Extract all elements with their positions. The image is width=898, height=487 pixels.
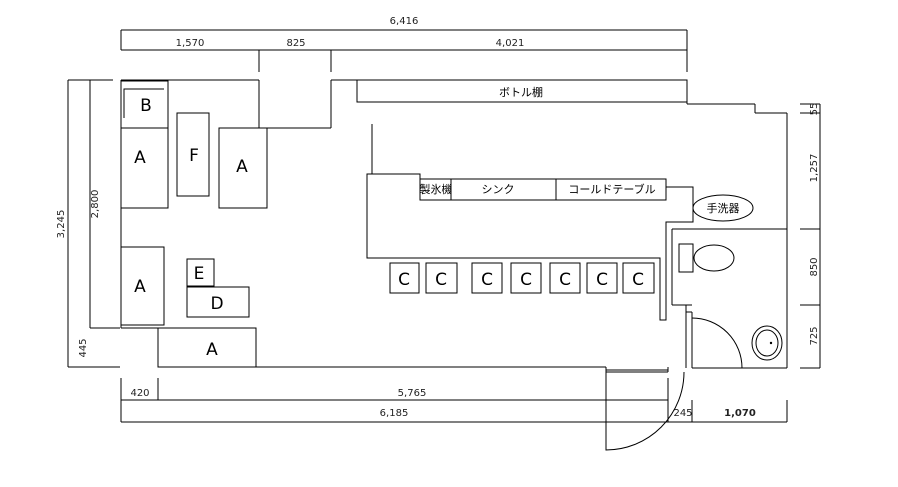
seating-left: B A F A A E D A <box>120 80 268 368</box>
entrance-door-swing <box>605 371 685 451</box>
table-a-2 <box>218 127 268 209</box>
dim-top-seg3: 4,021 <box>496 38 525 49</box>
hand-wash-label: 手洗器 <box>707 201 740 215</box>
table-d-label: D <box>210 294 223 314</box>
table-a-4 <box>157 327 257 368</box>
seat-c-1-label: C <box>398 270 410 290</box>
sink-label: シンク <box>482 183 515 196</box>
table-b-label: B <box>140 96 152 116</box>
seat-c-3 <box>471 262 503 294</box>
cold-table-label: コールドテーブル <box>568 182 655 196</box>
seat-c-3-label: C <box>481 270 493 290</box>
table-d <box>186 286 250 318</box>
dim-bottom-1: 420 <box>130 388 149 399</box>
bottle-shelf-label: ボトル棚 <box>499 85 543 99</box>
top-dimensions: 6,416 1,570 825 4,021 <box>120 16 688 72</box>
bottle-shelf: ボトル棚 <box>356 79 688 103</box>
bottom-dimensions: 420 5,765 6,185 245 1,070 <box>120 378 788 423</box>
seat-c-7-label: C <box>632 270 644 290</box>
left-dimensions: 3,245 2,800 445 <box>56 79 120 368</box>
seat-c-2-label: C <box>435 270 447 290</box>
dim-right-4: 725 <box>809 326 820 345</box>
dim-right-3: 850 <box>809 257 820 276</box>
seat-c-6-label: C <box>596 270 608 290</box>
dim-bottom-2: 5,765 <box>398 388 427 399</box>
seat-c-7 <box>622 262 655 294</box>
table-e-label: E <box>194 264 205 284</box>
table-a-3-label: A <box>134 277 146 297</box>
seat-c-2 <box>425 262 458 294</box>
seat-c-6 <box>586 262 618 294</box>
toilet-bowl <box>693 244 735 272</box>
dim-right-1: 55 <box>809 103 820 116</box>
dim-top-seg1: 1,570 <box>176 38 205 49</box>
counter: 製氷機 シンク コールドテーブル 手洗器 <box>366 124 754 321</box>
dim-left-bottom: 445 <box>78 338 89 357</box>
hand-wash-basin <box>692 194 754 222</box>
table-a-1 <box>120 80 169 209</box>
right-dimensions: 55 1,257 850 725 <box>800 103 821 369</box>
seat-c-1 <box>389 262 420 294</box>
seat-c-4 <box>510 262 542 294</box>
dim-top-total: 6,416 <box>390 16 419 27</box>
table-e <box>186 258 215 287</box>
toilet-tank <box>678 243 694 273</box>
table-f-label: F <box>189 146 199 166</box>
table-a-4-label: A <box>206 340 218 360</box>
dim-top-seg2: 825 <box>286 38 305 49</box>
table-a-3 <box>120 246 165 326</box>
dim-right-2: 1,257 <box>809 154 820 183</box>
toilet-door-swing <box>691 317 743 369</box>
table-a-1-label: A <box>134 148 146 168</box>
counter-seats: C C C C C C C <box>389 262 655 294</box>
seat-c-4-label: C <box>520 270 532 290</box>
table-a-2-label: A <box>236 157 248 177</box>
table-f <box>176 112 210 197</box>
ice-machine-label: 製氷機 <box>420 182 453 196</box>
dim-bottom-3: 245 <box>673 408 692 419</box>
cold-table <box>555 178 667 201</box>
dim-left-inner: 2,800 <box>90 190 101 219</box>
toilet-room <box>671 228 787 369</box>
dim-bottom-4: 1,070 <box>724 408 756 419</box>
dim-left-outer: 3,245 <box>56 210 67 239</box>
seat-c-5-label: C <box>559 270 571 290</box>
seat-c-5 <box>549 262 581 294</box>
dim-bottom-total: 6,185 <box>380 408 409 419</box>
